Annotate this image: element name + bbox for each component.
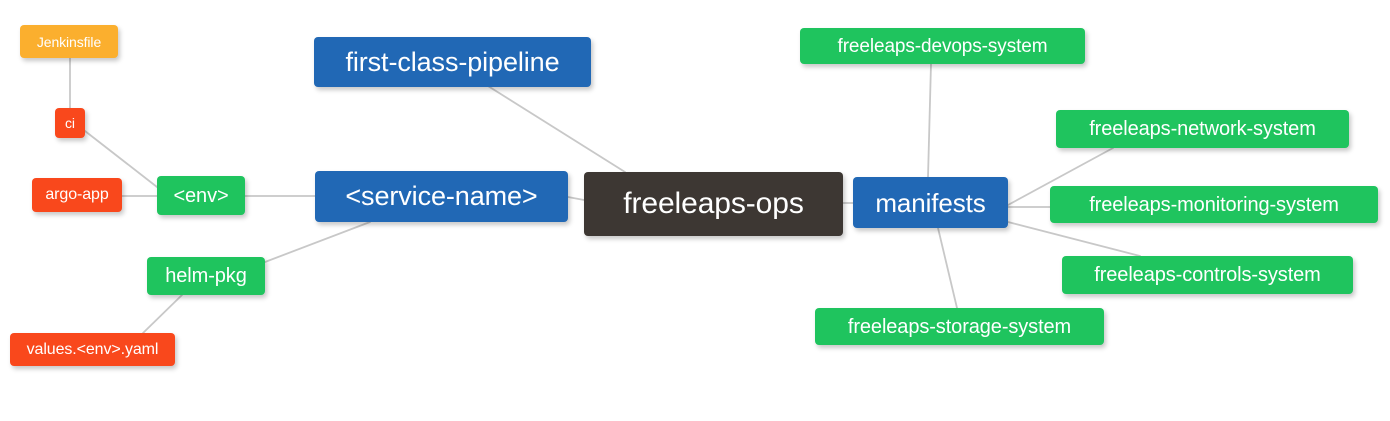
node-helm-pkg[interactable]: helm-pkg [147,257,265,295]
node-network-system[interactable]: freeleaps-network-system [1056,110,1349,148]
edge-helm-pkg-to-values-yaml [142,294,183,334]
node-argo-app[interactable]: argo-app [32,178,122,212]
node-label-network-system: freeleaps-network-system [1089,118,1316,140]
node-first-class-pipeline[interactable]: first-class-pipeline [314,37,591,87]
node-service-name[interactable]: <service-name> [315,171,568,222]
node-monitoring-system[interactable]: freeleaps-monitoring-system [1050,186,1378,223]
edge-service-name-to-freeleaps-ops [567,196,585,201]
node-label-env: <env> [173,184,229,207]
node-ci[interactable]: ci [55,108,85,138]
node-label-argo-app: argo-app [45,186,109,203]
edge-first-class-pipeline-to-freeleaps-ops [487,85,626,173]
node-label-storage-system: freeleaps-storage-system [847,315,1072,338]
node-freeleaps-ops[interactable]: freeleaps-ops [584,172,843,236]
node-label-jenkinsfile: Jenkinsfile [36,33,102,50]
node-label-ci: ci [65,115,75,131]
node-label-monitoring-system: freeleaps-monitoring-system [1089,193,1339,216]
node-label-manifests: manifests [875,187,986,218]
node-storage-system[interactable]: freeleaps-storage-system [815,308,1104,345]
edge-service-name-to-helm-pkg [264,221,371,263]
node-env[interactable]: <env> [157,176,245,215]
node-jenkinsfile[interactable]: Jenkinsfile [20,25,118,58]
node-manifests[interactable]: manifests [853,177,1008,228]
edge-manifests-to-controls-system [1007,221,1141,257]
node-label-values-yaml: values.<env>.yaml [26,340,159,358]
edge-manifests-to-storage-system [937,227,958,309]
node-label-first-class-pipeline: first-class-pipeline [345,46,560,77]
node-values-yaml[interactable]: values.<env>.yaml [10,333,175,366]
edge-manifests-to-devops-system [927,63,932,178]
node-label-freeleaps-ops: freeleaps-ops [623,187,804,220]
node-devops-system[interactable]: freeleaps-devops-system [800,28,1085,64]
node-label-devops-system: freeleaps-devops-system [837,35,1048,57]
node-controls-system[interactable]: freeleaps-controls-system [1062,256,1353,294]
node-label-service-name: <service-name> [345,181,538,211]
node-label-helm-pkg: helm-pkg [165,265,247,287]
node-label-controls-system: freeleaps-controls-system [1094,264,1321,286]
